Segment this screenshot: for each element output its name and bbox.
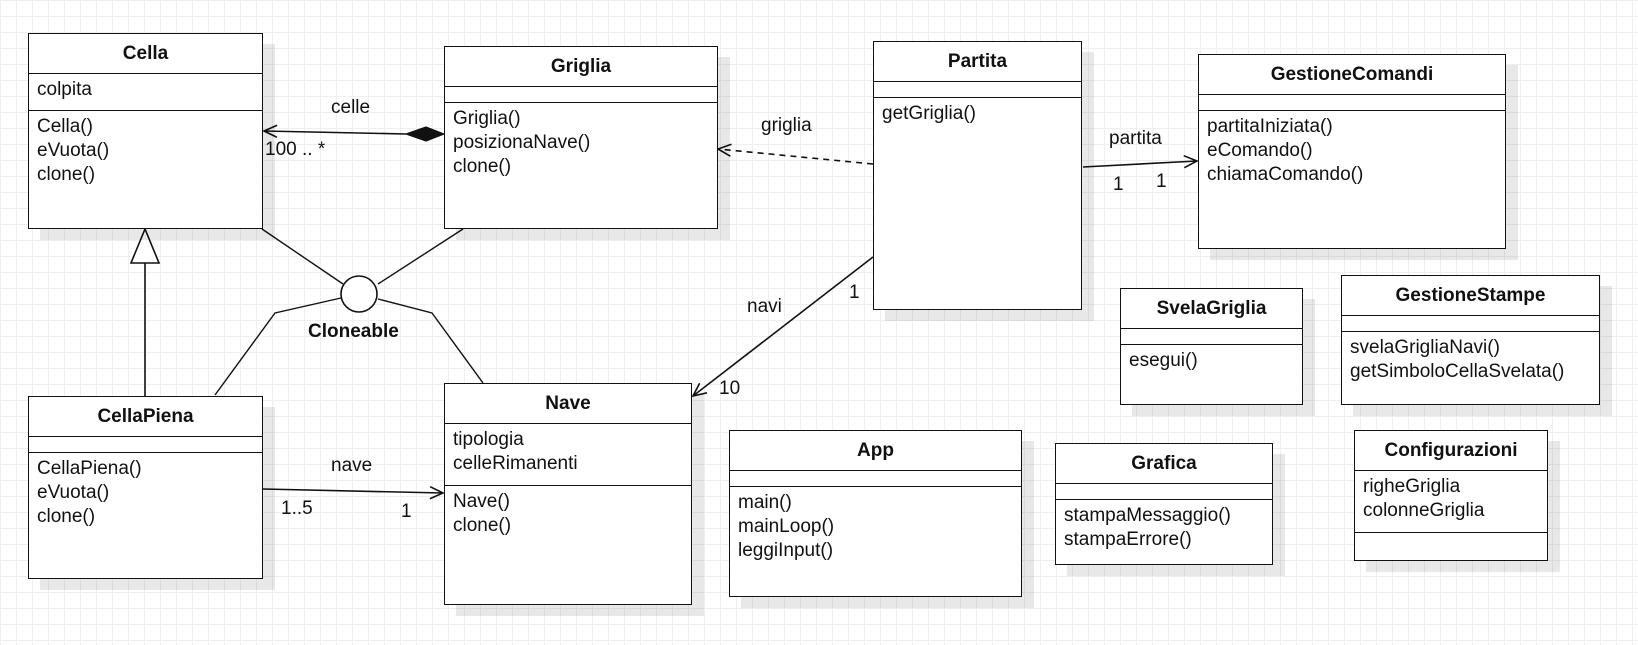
generalization-triangle <box>129 226 161 264</box>
operation: leggiInput() <box>738 540 834 561</box>
multiplicity-celle-to: 100 .. * <box>265 139 326 160</box>
operation: main() <box>738 492 792 513</box>
relation-partita <box>1082 154 1199 169</box>
operation: clone() <box>453 515 512 536</box>
composition-diamond <box>404 126 446 142</box>
class-name: Cella <box>29 34 262 74</box>
class-gestionecomandi[interactable]: GestioneComandi partitaIniziata() eComan… <box>1198 54 1506 249</box>
multiplicity-partita-to: 1 <box>1156 171 1167 192</box>
operation: chiamaComando() <box>1207 164 1364 185</box>
class-name: GestioneComandi <box>1199 55 1505 95</box>
attributes: tipologia celleRimanenti <box>445 424 691 486</box>
multiplicity-navi-to: 10 <box>719 378 741 399</box>
label-navi: navi <box>747 296 782 317</box>
operation: stampaMessaggio() <box>1064 505 1231 526</box>
attributes <box>1342 316 1599 332</box>
operation: Nave() <box>453 491 511 512</box>
relation-griglia <box>716 143 874 165</box>
operation: partitaIniziata() <box>1207 116 1333 137</box>
attribute: celleRimanenti <box>453 453 578 474</box>
label-partita: partita <box>1109 128 1162 149</box>
label-griglia: griglia <box>761 115 812 136</box>
class-app[interactable]: App main() mainLoop() leggiInput() <box>729 430 1022 597</box>
operation: getSimboloCellaSvelata() <box>1350 361 1565 382</box>
operation: stampaErrore() <box>1064 529 1192 550</box>
operations: esegui() <box>1121 345 1302 377</box>
operation: eVuota() <box>37 482 110 503</box>
class-svelagriglia[interactable]: SvelaGriglia esegui() <box>1120 288 1303 405</box>
relation-navi <box>691 256 874 398</box>
attributes <box>1121 329 1302 345</box>
attributes <box>1056 484 1272 500</box>
interface-cloneable-label: Cloneable <box>308 321 399 342</box>
operations: Nave() clone() <box>445 486 691 542</box>
relation-celle <box>262 124 446 142</box>
attributes <box>445 87 717 103</box>
attributes <box>730 471 1021 487</box>
operation: clone() <box>37 164 96 185</box>
class-grafica[interactable]: Grafica stampaMessaggio() stampaErrore() <box>1055 443 1273 565</box>
operation: eVuota() <box>37 140 110 161</box>
class-name: Griglia <box>445 47 717 87</box>
class-name: Partita <box>874 42 1081 82</box>
class-name: CellaPiena <box>29 397 262 437</box>
operations: stampaMessaggio() stampaErrore() <box>1056 500 1272 556</box>
operation: Griglia() <box>453 108 521 129</box>
operation: esegui() <box>1129 350 1198 371</box>
attributes <box>874 82 1081 98</box>
attribute: colonneGriglia <box>1363 500 1485 521</box>
relation-generalization <box>129 226 161 396</box>
interface-realization-lines <box>214 228 484 396</box>
class-nave[interactable]: Nave tipologia celleRimanenti Nave() clo… <box>444 383 692 605</box>
operation: mainLoop() <box>738 516 835 537</box>
class-name: GestioneStampe <box>1342 276 1599 316</box>
operations <box>1355 533 1547 541</box>
class-name: App <box>730 431 1021 471</box>
operations: partitaIniziata() eComando() chiamaComan… <box>1199 111 1505 191</box>
operations: getGriglia() <box>874 98 1081 130</box>
class-partita[interactable]: Partita getGriglia() <box>873 41 1082 310</box>
operations: Griglia() posizionaNave() clone() <box>445 103 717 183</box>
class-cella[interactable]: Cella colpita Cella() eVuota() clone() <box>28 33 263 229</box>
operation: clone() <box>453 156 512 177</box>
label-celle: celle <box>331 97 371 118</box>
operations: svelaGrigliaNavi() getSimboloCellaSvelat… <box>1342 332 1599 388</box>
class-gestionestampe[interactable]: GestioneStampe svelaGrigliaNavi() getSim… <box>1341 275 1600 405</box>
operations: main() mainLoop() leggiInput() <box>730 487 1021 567</box>
operation: getGriglia() <box>882 103 976 124</box>
operation: eComando() <box>1207 140 1313 161</box>
label-nave: nave <box>331 455 373 476</box>
multiplicity-navi-from: 1 <box>849 282 860 303</box>
operation: clone() <box>37 506 96 527</box>
operations: Cella() eVuota() clone() <box>29 111 262 191</box>
class-name: Nave <box>445 384 691 424</box>
operations: CellaPiena() eVuota() clone() <box>29 453 262 533</box>
class-griglia[interactable]: Griglia Griglia() posizionaNave() clone(… <box>444 46 718 229</box>
class-configurazioni[interactable]: Configurazioni righeGriglia colonneGrigl… <box>1354 430 1548 561</box>
class-name: Grafica <box>1056 444 1272 484</box>
attribute: righeGriglia <box>1363 476 1461 497</box>
attributes: righeGriglia colonneGriglia <box>1355 471 1547 533</box>
relation-nave <box>262 485 445 500</box>
attributes <box>1199 95 1505 111</box>
attribute: colpita <box>37 79 92 100</box>
interface-cloneable-circle <box>340 275 378 313</box>
multiplicity-nave-from: 1..5 <box>281 498 313 519</box>
class-name: Configurazioni <box>1355 431 1547 471</box>
attributes <box>29 437 262 453</box>
operation: CellaPiena() <box>37 458 142 479</box>
attributes: colpita <box>29 74 262 111</box>
multiplicity-nave-to: 1 <box>401 501 412 522</box>
operation: svelaGrigliaNavi() <box>1350 337 1500 358</box>
class-name: SvelaGriglia <box>1121 289 1302 329</box>
class-cellapiena[interactable]: CellaPiena CellaPiena() eVuota() clone() <box>28 396 263 579</box>
operation: posizionaNave() <box>453 132 591 153</box>
operation: Cella() <box>37 116 93 137</box>
attribute: tipologia <box>453 429 524 450</box>
multiplicity-partita-from: 1 <box>1113 174 1124 195</box>
